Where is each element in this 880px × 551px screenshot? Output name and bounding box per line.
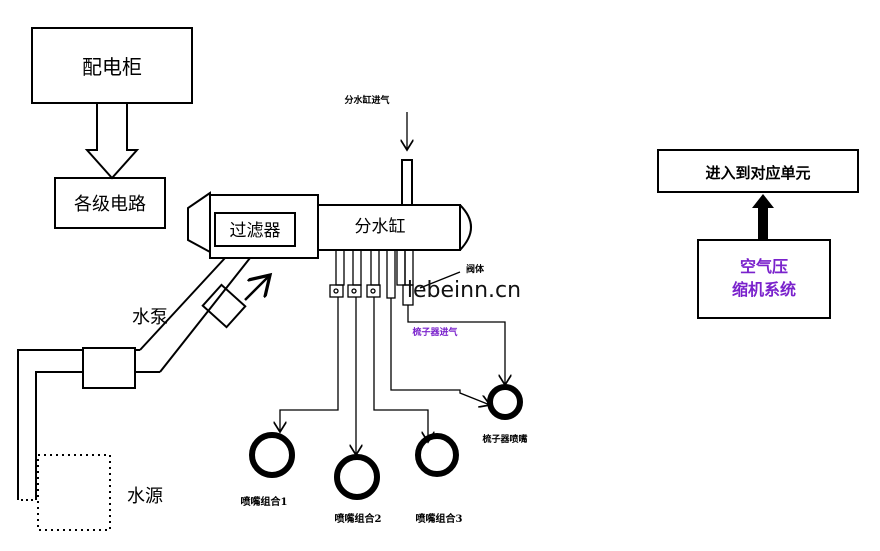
- flow-arrow: [244, 275, 270, 301]
- filter-inlet: [187, 191, 211, 254]
- nozzle-group-2-label: 喷嘴组合2: [335, 512, 382, 525]
- filter-label: 过滤器: [230, 221, 281, 241]
- pump-pipe: [139, 257, 251, 373]
- compressor-box: [697, 239, 831, 319]
- outlet-pipes: [329, 249, 414, 306]
- to-units-label: 进入到对应单元: [705, 164, 810, 182]
- manifold-air-inlet-label: 分水缸进气: [344, 94, 389, 106]
- inline-box: [82, 347, 136, 389]
- to-units-box: [657, 149, 859, 193]
- circuits-label: 各级电路: [74, 194, 146, 215]
- air-inlet-pipe: [401, 159, 413, 206]
- nozzle-group-3-label: 喷嘴组合3: [416, 512, 463, 525]
- up-arrow: [752, 194, 774, 240]
- hollow-down-arrow: [84, 103, 140, 180]
- compressor-label-line1: 空气压: [740, 257, 788, 276]
- nozzle-ring-1: [249, 432, 295, 478]
- nozzle-group-1-label: 喷嘴组合1: [241, 495, 288, 508]
- comb-nozzle-label: 梳子器喷嘴: [481, 433, 527, 445]
- watermark: lebeinn.cn: [407, 278, 521, 303]
- filter-inner: [214, 212, 296, 247]
- water-source-label: 水源: [127, 486, 163, 507]
- distribution-cabinet-box: [31, 27, 193, 104]
- nozzle-ring-3: [415, 433, 459, 477]
- manifold-dome: [459, 204, 472, 251]
- valve-body-label: 阀体: [466, 263, 485, 275]
- manifold-label: 分水缸: [355, 216, 406, 237]
- compressor-label-line2: 缩机系统: [732, 280, 796, 299]
- water-tank: [37, 454, 111, 531]
- nozzle-ring-2: [334, 454, 380, 500]
- circuits-box: [54, 177, 166, 229]
- feed-lines: [280, 271, 505, 455]
- comb-nozzle-ring: [487, 384, 523, 420]
- pump-label: 水泵: [132, 307, 168, 328]
- pump-valve: [201, 283, 247, 329]
- distribution-cabinet-label: 配电柜: [82, 55, 142, 79]
- comb-air-inlet-label: 梳子器进气: [411, 326, 457, 338]
